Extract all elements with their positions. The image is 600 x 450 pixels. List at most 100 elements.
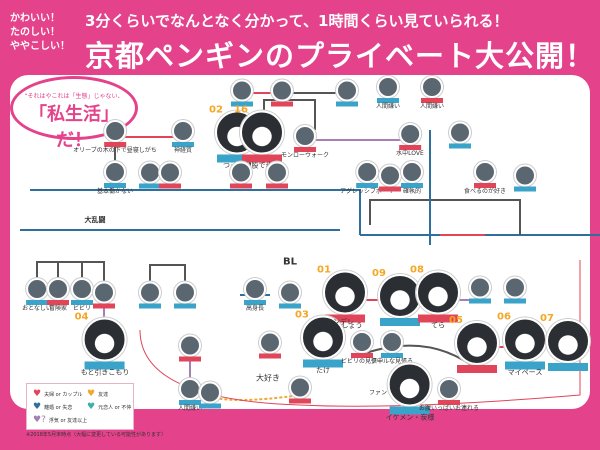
penguin-photo [376, 76, 399, 98]
penguin-node: 人間嫌い [420, 76, 444, 110]
penguin-label: 大股で歩く [244, 161, 280, 170]
penguin-label: マイペース [507, 368, 543, 377]
penguin-node: モンローウォーク [281, 125, 329, 159]
penguin-photo [504, 276, 526, 299]
heart-question-icon: ♥? [33, 415, 46, 425]
penguin-photo [159, 161, 181, 184]
penguin-photo [179, 334, 201, 357]
broken-heart-icon: ♥ [33, 402, 42, 412]
penguin-photo [514, 164, 536, 187]
penguin-number: 08 [410, 264, 424, 276]
legend-label: 浮気 or 友達以上 [48, 417, 88, 424]
side-line: ややこしい！ [10, 41, 70, 52]
penguin-label: 高身長 [245, 305, 264, 312]
penguin-node: 人間嫌い [376, 76, 400, 110]
side-line: たのしい！ [10, 27, 60, 38]
name-tag [199, 403, 221, 409]
name-tag [271, 101, 293, 107]
name-tag [139, 303, 161, 309]
name-tag [473, 183, 496, 188]
penguin-node [379, 164, 401, 192]
name-tag [389, 406, 430, 415]
penguin-label: 食べるのが好き [463, 188, 507, 195]
penguin-label: てら [431, 321, 445, 330]
penguin-label: ビビリ [72, 305, 91, 312]
penguin-photo [469, 276, 491, 299]
name-tag [504, 298, 526, 304]
penguin-node: 基本働かない [97, 161, 133, 195]
name-tag [244, 300, 266, 305]
penguin-node [230, 161, 252, 189]
penguin-photo [104, 120, 126, 142]
penguin-photo [174, 281, 196, 304]
line [263, 99, 316, 130]
penguin-node [514, 164, 536, 192]
penguin-label: オリーブの木の下で昼寝しがち [73, 147, 157, 154]
name-tag [548, 363, 588, 371]
penguin-number: 04 [74, 311, 89, 323]
penguin-photo [199, 381, 221, 404]
penguin-photo [437, 378, 460, 400]
penguin-label: クールな見張る [370, 358, 414, 365]
legend-item: ♥元恋人 or 不仲 [87, 402, 131, 412]
heart-orange-icon: ♥ [87, 389, 96, 399]
name-tag [418, 314, 458, 323]
penguin-photo [323, 270, 367, 315]
name-tag [25, 300, 48, 305]
penguin-photo [71, 278, 93, 300]
penguin-node: 食べるのが好き [464, 161, 506, 195]
tsundere-note: ツンデレ [326, 318, 354, 326]
penguin-node [336, 79, 358, 107]
legend-label: 夫婦 or カップル [44, 391, 83, 398]
penguin-node: おとなしい [22, 278, 52, 312]
legend-label: 元恋人 or 不仲 [98, 404, 132, 411]
penguin-photo [455, 321, 499, 365]
penguin-photo [350, 331, 373, 353]
name-tag [266, 183, 288, 189]
penguin-photo [301, 315, 345, 360]
legend-label: 友達 [98, 391, 109, 398]
penguin-photo [139, 281, 161, 304]
name-tag [104, 142, 126, 147]
penguin-photo [473, 161, 496, 183]
penguin-node [289, 376, 311, 404]
legend-item: ♥?浮気 or 友達以上 [33, 415, 87, 425]
penguin-node [93, 281, 115, 309]
name-tag [380, 318, 420, 326]
penguin-number: 05 [449, 315, 463, 326]
penguin-node: 水中LOVE [396, 123, 424, 157]
penguin-node [266, 161, 288, 189]
penguin-photo [25, 278, 48, 300]
penguin-photo [271, 79, 293, 102]
line [149, 264, 186, 285]
penguin-node: 確執的 [401, 161, 423, 195]
penguin-label: お腹いっぱいお連れる [418, 405, 480, 412]
penguin-node: 05 [449, 315, 499, 373]
name-tag [350, 353, 373, 358]
dairanto-note: 大乱闘 [84, 216, 106, 224]
line [369, 199, 521, 235]
penguin-number: 02 [209, 104, 223, 116]
penguin-label: 人間嫌い [419, 103, 445, 110]
legend-item: ♥夫婦 or カップル [33, 389, 82, 399]
penguin-photo [231, 79, 253, 102]
penguin-node: イケメン・炭様 [386, 362, 434, 422]
name-tag [230, 183, 252, 189]
line-couple [139, 260, 581, 407]
penguin-node: ビビリ [71, 278, 93, 312]
name-tag [420, 98, 443, 103]
penguin-node [231, 79, 253, 107]
legend-item: ♥離婚 or 失恋 [33, 402, 72, 412]
penguin-node: 神経質 [172, 120, 194, 154]
penguin-label: 人間嫌い [177, 405, 203, 412]
penguin-node [139, 161, 161, 189]
penguin-photo [289, 376, 311, 399]
name-tag [279, 303, 301, 309]
name-tag [514, 186, 536, 192]
penguin-photo [503, 317, 547, 362]
legend-label: 離婚 or 失恋 [44, 404, 73, 411]
name-tag [231, 101, 253, 107]
name-tag [103, 183, 126, 188]
